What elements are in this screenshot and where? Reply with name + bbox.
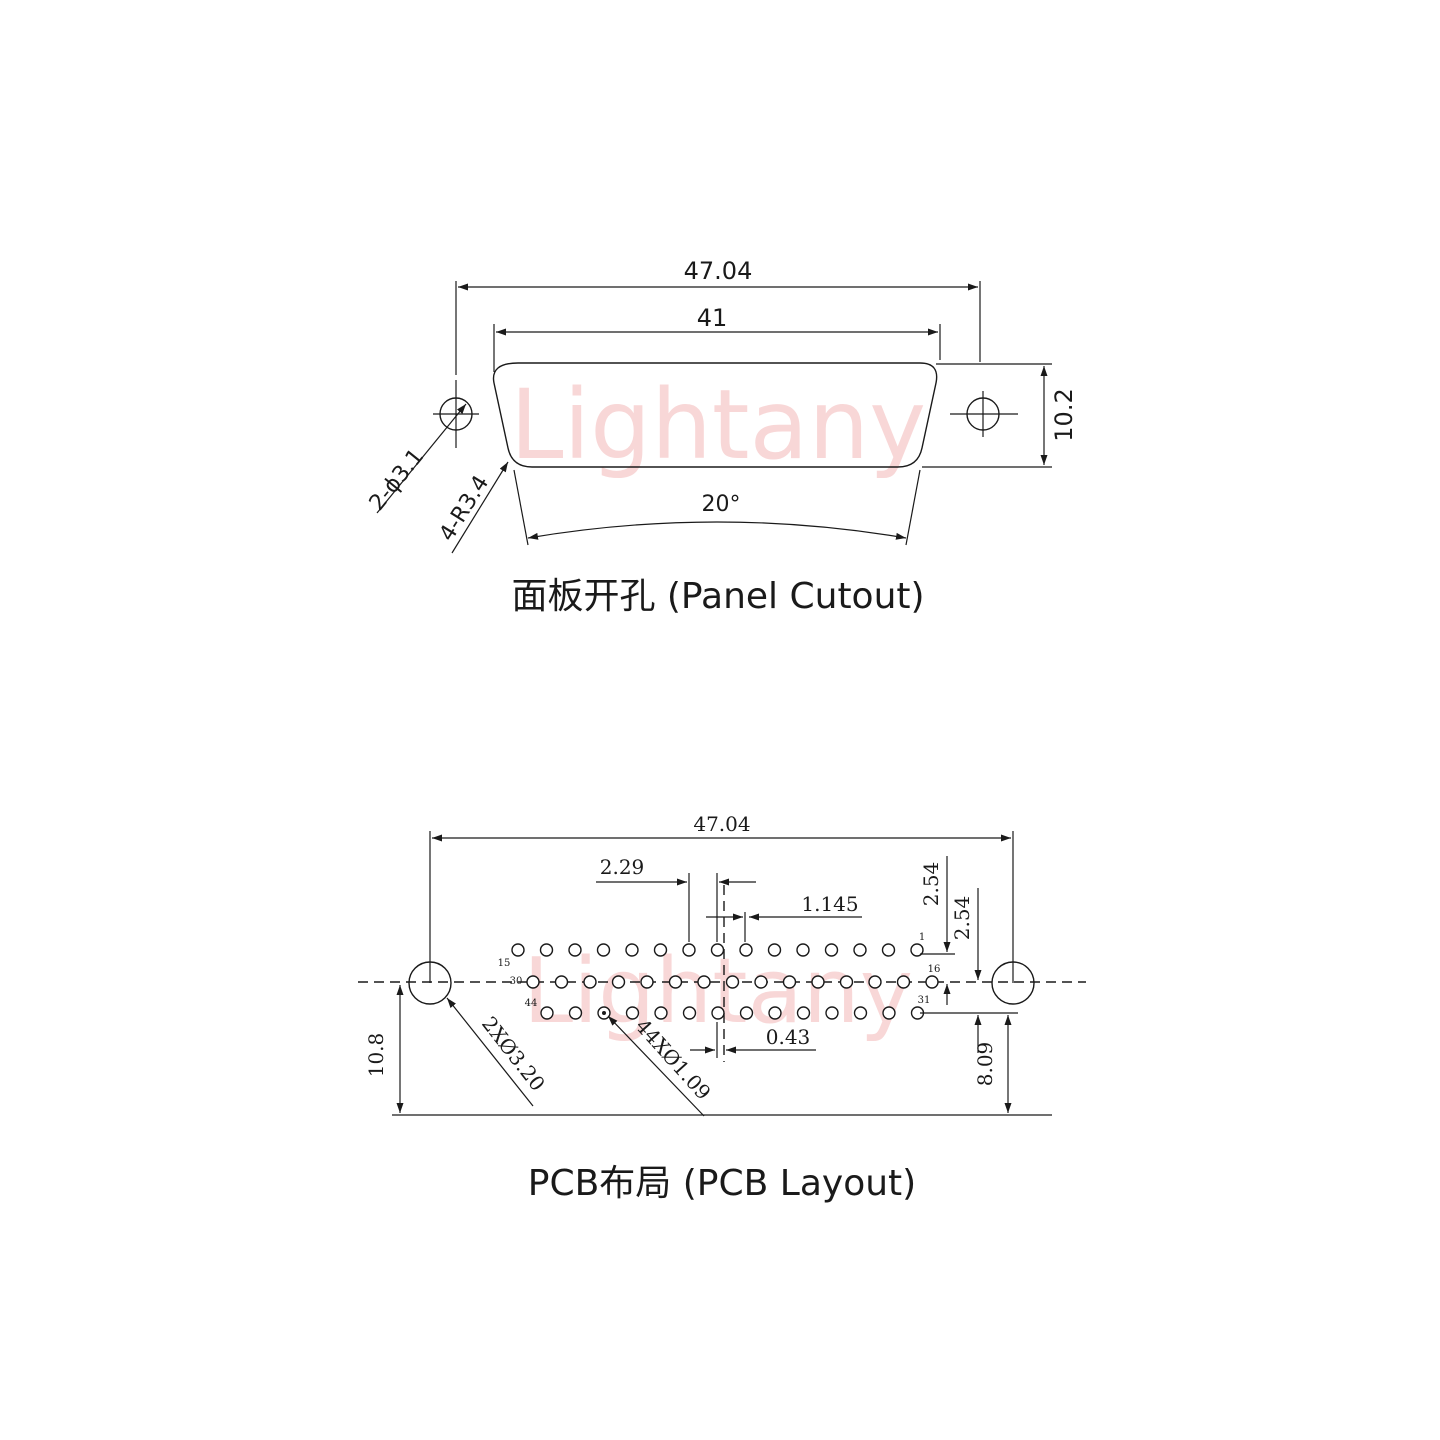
pin-hole-middle-2: [554, 975, 569, 989]
pin-hole-middle-13: [868, 975, 882, 989]
pin-hole-top-7: [682, 943, 696, 957]
pin-hole-bottom-5: [654, 1006, 668, 1020]
dim-row-spacing-bottom: 2.54: [950, 896, 974, 941]
pin-hole-bottom-1: [540, 1006, 554, 1020]
pin-hole-middle-8: [725, 975, 740, 989]
pin-hole-middle-4: [611, 975, 626, 989]
pin-label-1: 1: [919, 932, 925, 943]
pin-field: [511, 943, 939, 1020]
pin-hole-top-3: [568, 943, 582, 957]
pin-hole-bottom-12: [853, 1006, 868, 1020]
pin-hole-top-5: [625, 943, 639, 957]
pcb-layout-view: Lightany 1 15 16 30 31 44 47.04 2.29 1.1…: [358, 812, 1086, 1204]
pin-hole-middle-11: [811, 975, 825, 989]
dim-row-pitch-offset: 2.29: [600, 855, 645, 879]
dim-center-offset: 0.43: [766, 1025, 811, 1049]
pin-hole-bottom-6: [682, 1006, 697, 1020]
pin-hole-middle-7: [697, 975, 711, 989]
pin-hole-top-6: [653, 943, 668, 957]
pin-label-30: 30: [510, 976, 523, 987]
pin-hole-top-10: [767, 943, 782, 957]
dim-mount-holes: 2-ϕ3.1: [365, 444, 429, 515]
pin-hole-top-12: [824, 943, 839, 957]
pin-hole-bottom-11: [825, 1006, 839, 1020]
pin-hole-top-11: [796, 943, 810, 957]
dim-shell-width: 41: [697, 304, 728, 332]
dim-row-spacing-top: 2.54: [919, 862, 943, 907]
pin-hole-bottom-10: [796, 1006, 811, 1020]
pin-label-15: 15: [498, 958, 511, 969]
pin-hole-bottom-8: [739, 1006, 754, 1020]
watermark-top: Lightany: [510, 369, 926, 481]
pin-hole-middle-6: [668, 975, 683, 989]
pin-hole-middle-3: [583, 975, 597, 989]
dim-left-height: 10.8: [364, 1033, 388, 1078]
pin-hole-top-1: [511, 943, 525, 957]
pin-hole-top-14: [881, 943, 896, 957]
dim-corner-radius: 4-R3.4: [435, 471, 494, 545]
pin-hole-bottom-9: [768, 1006, 782, 1020]
pin-hole-top-8: [710, 943, 725, 957]
pin-hole-top-4: [596, 943, 611, 957]
pin-label-44: 44: [525, 998, 538, 1009]
pin-label-31: 31: [918, 995, 931, 1006]
pin-hole-top-2: [539, 943, 554, 957]
pin-hole-middle-5: [640, 975, 654, 989]
pin-label-16: 16: [928, 964, 941, 975]
pcb-dim-overall-width: 47.04: [693, 812, 750, 836]
pin-hole-middle-9: [754, 975, 768, 989]
pin-hole-middle-14: [896, 975, 911, 989]
panel-cutout-outline: [492, 362, 938, 468]
pin-hole-bottom-4: [625, 1006, 640, 1020]
pin-hole-middle-15: [925, 975, 939, 989]
pcb-layout-caption: PCB布局 (PCB Layout): [528, 1163, 916, 1204]
dim-height: 10.2: [1050, 388, 1078, 441]
pin-hole-top-9: [739, 943, 753, 957]
pin-hole-middle-10: [782, 975, 797, 989]
dim-right-height: 8.09: [973, 1042, 997, 1087]
panel-cutout-caption: 面板开孔 (Panel Cutout): [511, 576, 924, 617]
dim-angle: 20°: [702, 492, 741, 517]
pin-reference-dot: [602, 1011, 606, 1015]
pin-hole-bottom-2: [568, 1006, 583, 1020]
pin-hole-bottom-7: [711, 1006, 725, 1020]
dim-overall-width: 47.04: [684, 257, 753, 285]
dim-half-pitch: 1.145: [801, 892, 858, 916]
pin-hole-top-13: [853, 943, 867, 957]
pin-hole-middle-12: [839, 975, 854, 989]
pin-hole-middle-1: [526, 975, 540, 989]
pin-hole-top-15: [910, 943, 924, 957]
panel-cutout-view: Lightany 47.04 41 10.2 20° 2-ϕ3.1: [365, 257, 1078, 617]
pin-hole-bottom-13: [882, 1006, 896, 1020]
